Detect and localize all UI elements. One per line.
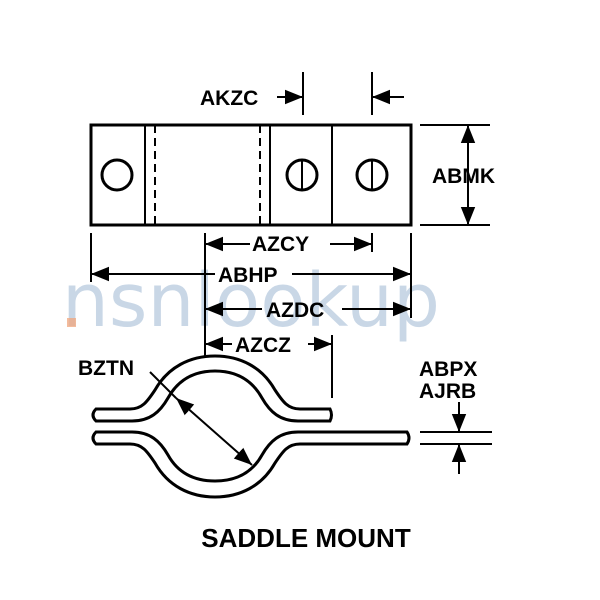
top-view (89, 123, 413, 227)
label-bztn: BZTN (78, 357, 134, 380)
watermark-text: nsnlookup (62, 258, 440, 344)
watermark-dot (67, 318, 76, 327)
dimension-abhp: ABHP (90, 233, 412, 318)
screw-head-middle (285, 158, 319, 192)
label-azcz: AZCZ (235, 334, 291, 357)
label-azcy: AZCY (252, 233, 309, 256)
label-ajrb: AJRB (419, 380, 476, 403)
upper-saddle-strap (91, 354, 333, 423)
dimension-abpx-ajrb: ABPX AJRB (419, 358, 492, 474)
dimension-akzc: AKZC (200, 72, 404, 115)
lower-saddle-strap (91, 430, 411, 499)
diameter-arrow (175, 397, 253, 466)
mounting-hole-left (100, 158, 134, 192)
leader-line-bztn (149, 371, 177, 399)
dimension-abmk: ABMK (420, 124, 495, 226)
label-azdc: AZDC (266, 299, 324, 322)
dimension-azdc: AZDC (205, 299, 411, 322)
label-abmk: ABMK (432, 165, 495, 188)
dimension-azcz: AZCZ (205, 334, 333, 398)
diagram-caption: SADDLE MOUNT (201, 523, 411, 553)
screw-head-right (355, 158, 389, 192)
watermark: nsnlookup (62, 258, 440, 344)
label-abpx: ABPX (419, 358, 477, 381)
label-abhp: ABHP (218, 264, 278, 287)
side-view: BZTN (78, 354, 411, 499)
label-akzc: AKZC (200, 87, 258, 110)
